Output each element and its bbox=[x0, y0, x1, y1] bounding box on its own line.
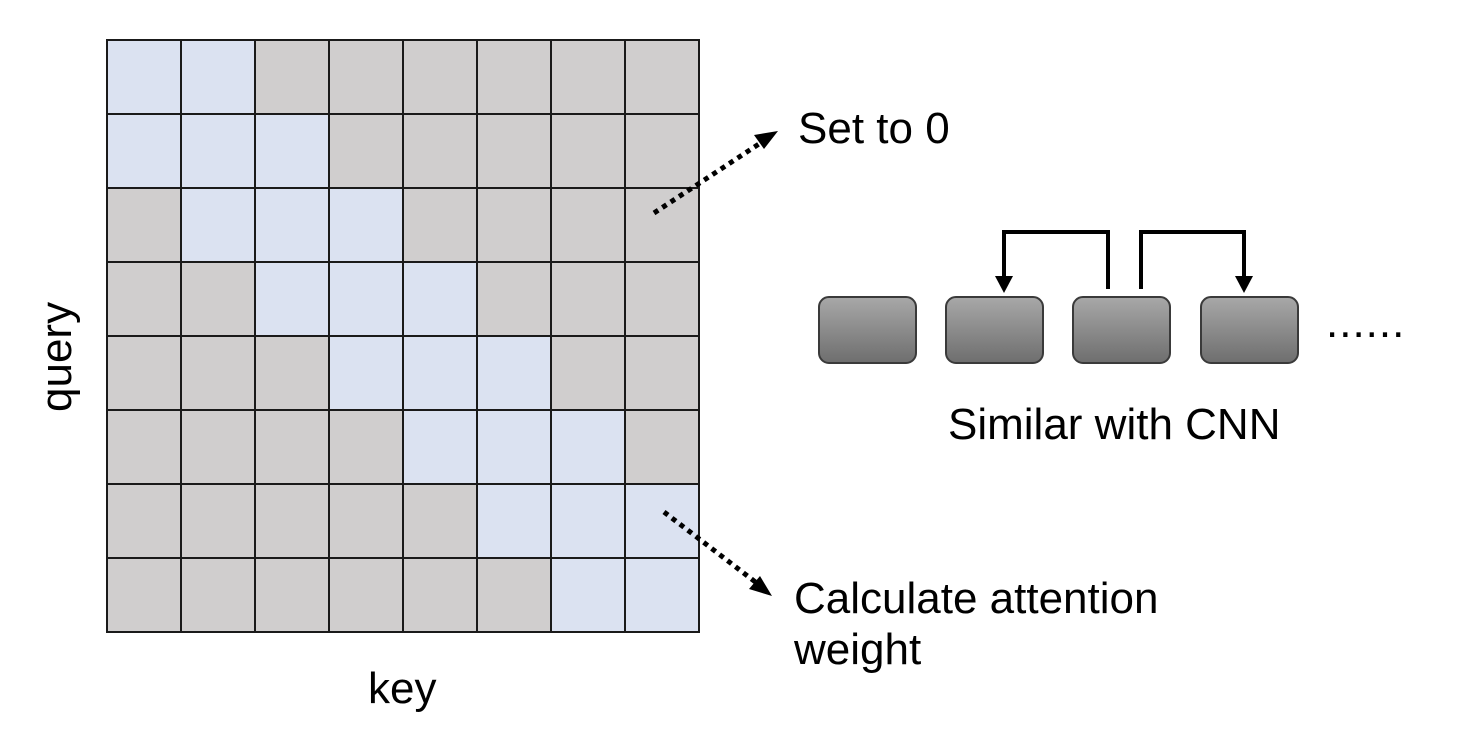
matrix-cell-masked bbox=[106, 483, 182, 559]
matrix-cell-masked bbox=[476, 113, 552, 189]
matrix-cell-attended bbox=[550, 483, 626, 559]
bracket-arrow-right-head bbox=[1235, 276, 1253, 293]
matrix-cell-attended bbox=[624, 483, 700, 559]
matrix-cell-masked bbox=[402, 39, 478, 115]
masked-arrow-line bbox=[652, 139, 764, 216]
cnn-block bbox=[818, 296, 917, 364]
matrix-cell-masked bbox=[476, 557, 552, 633]
masked-arrow bbox=[652, 131, 778, 216]
matrix-cell-attended bbox=[180, 187, 256, 263]
matrix-cell-attended bbox=[328, 335, 404, 411]
matrix-cell-masked bbox=[180, 335, 256, 411]
bracket-arrow-right-line bbox=[1139, 230, 1246, 289]
matrix-cell-masked bbox=[476, 187, 552, 263]
ellipsis-label: ...... bbox=[1326, 298, 1406, 347]
attended-arrow bbox=[662, 510, 772, 596]
matrix-cell-attended bbox=[476, 483, 552, 559]
attended-label: Calculate attention weight bbox=[794, 574, 1159, 674]
matrix-cell-masked bbox=[624, 409, 700, 485]
matrix-cell-masked bbox=[550, 39, 626, 115]
matrix-cell-masked bbox=[180, 261, 256, 337]
matrix-cell-masked bbox=[106, 335, 182, 411]
matrix-cell-attended bbox=[106, 113, 182, 189]
matrix-cell-masked bbox=[328, 557, 404, 633]
matrix-cell-masked bbox=[106, 557, 182, 633]
matrix-cell-attended bbox=[254, 187, 330, 263]
bracket-arrow-left-head bbox=[995, 276, 1013, 293]
matrix-cell-attended bbox=[624, 557, 700, 633]
matrix-cell-masked bbox=[550, 261, 626, 337]
matrix-cell-attended bbox=[180, 39, 256, 115]
matrix-cell-masked bbox=[402, 113, 478, 189]
matrix-cell-masked bbox=[328, 483, 404, 559]
matrix-cell-attended bbox=[106, 39, 182, 115]
matrix-cell-attended bbox=[476, 335, 552, 411]
matrix-cell-masked bbox=[254, 335, 330, 411]
matrix-cell-attended bbox=[328, 187, 404, 263]
attention-matrix bbox=[106, 39, 700, 633]
cnn-block bbox=[945, 296, 1044, 364]
matrix-cell-masked bbox=[624, 335, 700, 411]
matrix-cell-masked bbox=[180, 409, 256, 485]
matrix-cell-masked bbox=[106, 409, 182, 485]
masked-label: Set to 0 bbox=[798, 104, 950, 153]
cnn-block bbox=[1200, 296, 1299, 364]
matrix-cell-masked bbox=[550, 335, 626, 411]
matrix-cell-masked bbox=[254, 483, 330, 559]
bracket-arrow-left-line bbox=[1002, 230, 1110, 289]
matrix-cell-masked bbox=[402, 557, 478, 633]
matrix-cell-masked bbox=[180, 557, 256, 633]
matrix-cell-masked bbox=[328, 39, 404, 115]
matrix-cell-attended bbox=[550, 409, 626, 485]
matrix-cell-masked bbox=[402, 187, 478, 263]
matrix-cell-masked bbox=[624, 39, 700, 115]
matrix-cell-masked bbox=[550, 187, 626, 263]
matrix-cell-masked bbox=[402, 483, 478, 559]
matrix-cell-masked bbox=[180, 483, 256, 559]
matrix-cell-attended bbox=[180, 113, 256, 189]
matrix-cell-masked bbox=[476, 261, 552, 337]
matrix-cell-masked bbox=[106, 187, 182, 263]
matrix-cell-masked bbox=[254, 409, 330, 485]
masked-arrow-head bbox=[754, 131, 778, 149]
cnn-block bbox=[1072, 296, 1171, 364]
cnn-blocks bbox=[818, 296, 1299, 364]
matrix-cell-attended bbox=[402, 409, 478, 485]
matrix-cell-attended bbox=[402, 335, 478, 411]
matrix-cell-masked bbox=[254, 557, 330, 633]
key-axis-label: key bbox=[368, 664, 437, 713]
matrix-cell-attended bbox=[476, 409, 552, 485]
matrix-cell-masked bbox=[328, 113, 404, 189]
matrix-cell-masked bbox=[624, 113, 700, 189]
matrix-cell-attended bbox=[328, 261, 404, 337]
cnn-label: Similar with CNN bbox=[948, 400, 1281, 449]
attended-arrow-head bbox=[749, 576, 772, 596]
bracket-arrow-left bbox=[995, 230, 1110, 293]
matrix-cell-masked bbox=[328, 409, 404, 485]
matrix-cell-attended bbox=[550, 557, 626, 633]
matrix-cell-masked bbox=[550, 113, 626, 189]
matrix-cell-attended bbox=[402, 261, 478, 337]
matrix-cell-attended bbox=[254, 261, 330, 337]
matrix-cell-masked bbox=[624, 261, 700, 337]
bracket-arrow-right bbox=[1139, 230, 1253, 293]
matrix-cell-masked bbox=[476, 39, 552, 115]
query-axis-label: query bbox=[32, 301, 81, 412]
matrix-cell-masked bbox=[106, 261, 182, 337]
matrix-cell-masked bbox=[624, 187, 700, 263]
matrix-cell-masked bbox=[254, 39, 330, 115]
matrix-cell-attended bbox=[254, 113, 330, 189]
